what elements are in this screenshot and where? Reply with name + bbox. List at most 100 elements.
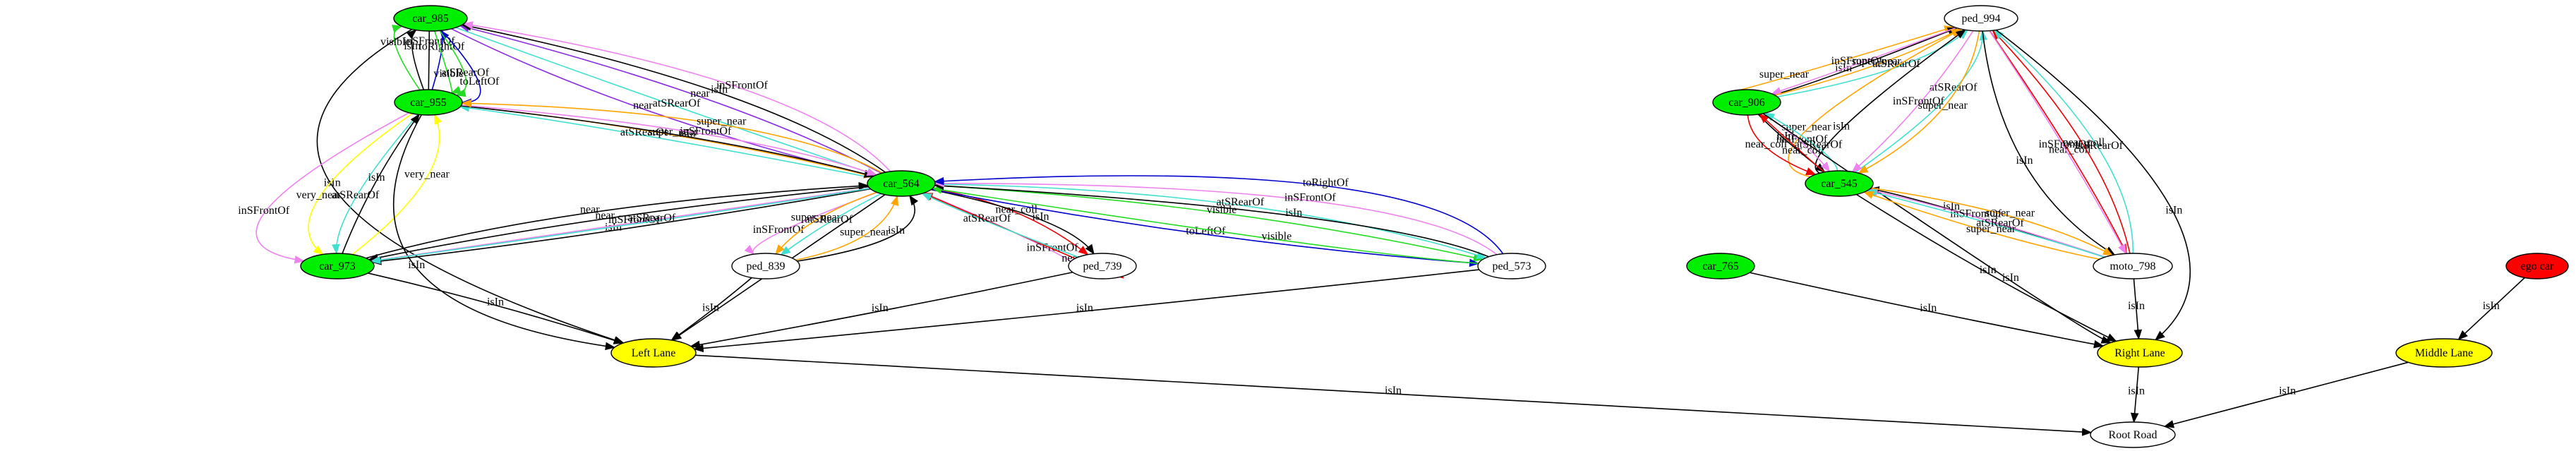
edge-ped_994-right_lane: isIn bbox=[1995, 29, 2191, 341]
edge-label: very_near bbox=[296, 189, 342, 201]
edge-line bbox=[1866, 188, 2105, 258]
edge-car_955-car_985: isIn bbox=[404, 29, 425, 90]
node-shape bbox=[300, 253, 375, 279]
node-shape bbox=[2505, 253, 2569, 279]
node-shape bbox=[1068, 253, 1137, 279]
edge-label: atSRearOf bbox=[441, 66, 489, 78]
node-shape bbox=[2097, 338, 2183, 368]
edge-label: near bbox=[633, 100, 653, 112]
edge-label: inSFrontOf bbox=[2039, 138, 2091, 150]
edge-label: visible bbox=[433, 68, 464, 80]
node-ped-994: ped_994 bbox=[1944, 5, 2018, 32]
edge-line bbox=[1867, 188, 2106, 258]
edge-line bbox=[392, 114, 616, 351]
edge-label: isIn bbox=[711, 83, 728, 95]
edge-label: near_coll bbox=[1745, 138, 1788, 150]
node-shape bbox=[1712, 89, 1781, 116]
node-car-985: car_985 bbox=[393, 5, 468, 32]
edge-car_955-car_985: inSFrontOf bbox=[404, 21, 455, 90]
edge-label: atSRearOf bbox=[1217, 196, 1265, 208]
edge-line bbox=[930, 188, 1095, 255]
edge-line bbox=[1851, 30, 1974, 173]
edge-line bbox=[461, 23, 886, 173]
edge-label: near_coll bbox=[1782, 145, 1824, 157]
edge-car_906-ped_994: super_near bbox=[1774, 28, 1962, 96]
edge-ped_739-left_lane: isIn bbox=[690, 271, 1073, 349]
edge-label: near bbox=[690, 88, 710, 100]
edge-car_985-car_955: atSRearOf bbox=[439, 30, 490, 97]
edge-line bbox=[934, 185, 1484, 262]
edge-car_564-ped_839: atSRearOf bbox=[780, 193, 881, 255]
edge-line bbox=[690, 271, 1073, 349]
edge-line bbox=[1992, 30, 2131, 254]
edge-ped_994-car_545: inSFrontOf bbox=[1851, 30, 1974, 173]
edge-label: atSRearOf bbox=[332, 189, 380, 201]
edge-line bbox=[1982, 30, 2116, 255]
edge-label: inSFrontOf bbox=[753, 224, 805, 236]
edge-line bbox=[1747, 114, 1817, 176]
node-label: car_906 bbox=[1728, 97, 1765, 109]
edge-label: atSRearOf bbox=[1872, 58, 1920, 70]
node-label: car_973 bbox=[319, 260, 356, 272]
node-shape bbox=[1686, 253, 1755, 279]
edge-car_906-ped_994: atSRearOf bbox=[1777, 29, 1968, 97]
edge-car_973-car_564: near bbox=[366, 181, 869, 259]
edge-label: super_near bbox=[1966, 223, 2016, 235]
edge-line bbox=[1774, 28, 1962, 96]
edge-label: isIn bbox=[1835, 62, 1852, 74]
edge-label: visible bbox=[1262, 230, 1292, 242]
edge-line bbox=[451, 28, 874, 179]
edge-label: very_near bbox=[404, 168, 450, 180]
edge-line bbox=[780, 193, 881, 255]
edge-label: near bbox=[580, 203, 600, 215]
edge-ped_573-car_564: inSFrontOf bbox=[934, 179, 1498, 255]
node-shape bbox=[1805, 170, 1874, 197]
edge-label: super_near bbox=[840, 226, 890, 238]
edge-car_955-left_lane: isIn bbox=[392, 114, 616, 351]
edge-label: atSRearOf bbox=[1930, 82, 1978, 94]
edge-ped_994-moto_798: isIn bbox=[1982, 30, 2116, 255]
edge-line bbox=[2457, 277, 2525, 340]
edge-label: near_coll bbox=[2049, 143, 2091, 155]
edge-car_564-car_955: atSRearOf bbox=[459, 104, 872, 179]
edge-car_564-car_985: inSFrontOf bbox=[462, 21, 891, 172]
edge-line bbox=[775, 191, 877, 255]
edge-ped_573-car_564: visible bbox=[931, 186, 1479, 265]
edge-label: atSRearOf bbox=[1795, 138, 1843, 150]
edge-label: atSRearOf bbox=[628, 212, 676, 224]
edge-line bbox=[1855, 30, 1988, 173]
edge-car_973-car_955: very_near bbox=[351, 114, 450, 255]
edge-car_973-left_lane: isIn bbox=[368, 272, 625, 344]
node-car-765: car_765 bbox=[1686, 253, 1755, 279]
edge-line bbox=[308, 113, 413, 255]
edge-label: super_near bbox=[1985, 207, 2035, 219]
edge-car_955-car_973: inSFrontOf bbox=[238, 112, 409, 264]
node-shape bbox=[1477, 253, 1546, 279]
edge-line bbox=[1995, 29, 2191, 341]
edge-right_lane-root_road: isIn bbox=[2128, 366, 2145, 423]
edge-line bbox=[332, 114, 419, 255]
node-ego-car: ego car bbox=[2505, 253, 2569, 279]
edge-label: super_near bbox=[1759, 68, 1810, 80]
node-shape bbox=[2395, 338, 2493, 368]
node-shape bbox=[867, 170, 936, 197]
edge-line bbox=[695, 354, 2093, 436]
edge-ego_car-middle_lane: isIn bbox=[2457, 277, 2525, 340]
edge-line bbox=[462, 21, 891, 172]
node-shape bbox=[731, 253, 800, 279]
edge-line bbox=[797, 195, 919, 262]
edge-left_lane-root_road: isIn bbox=[695, 354, 2093, 436]
edge-line bbox=[1870, 187, 2114, 256]
edge-car_906-car_545: near_coll bbox=[1745, 114, 1817, 176]
edge-car_985-car_564: atSRearOf bbox=[455, 27, 877, 176]
edge-car_545-ped_994: atSRearOf bbox=[1855, 30, 1988, 173]
edge-line bbox=[371, 188, 871, 265]
edge-ped_839-car_564: isIn bbox=[797, 195, 919, 262]
edge-ped_994-moto_798: inSFrontOf bbox=[1989, 30, 2127, 255]
edge-label: isIn bbox=[2128, 300, 2145, 312]
node-ped-573: ped_573 bbox=[1477, 253, 1546, 279]
edge-label: inSFrontOf bbox=[608, 214, 661, 226]
node-label: car_564 bbox=[883, 178, 920, 190]
edge-car_973-car_955: isIn bbox=[342, 114, 420, 254]
